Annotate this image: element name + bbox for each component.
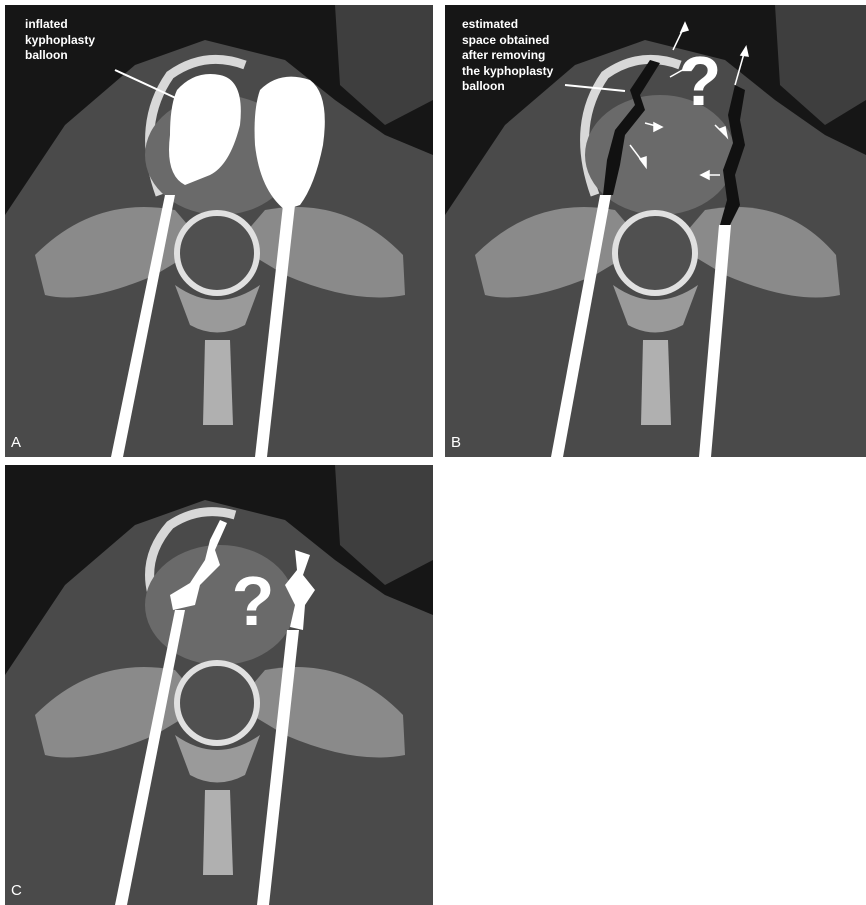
ct-image-a — [5, 5, 433, 457]
ct-panel-a: inflated kyphoplasty balloon A — [5, 5, 433, 457]
ct-panel-c: ? C — [5, 465, 433, 905]
ct-image-c: ? — [5, 465, 433, 905]
panel-letter: C — [11, 882, 22, 899]
question-mark: ? — [679, 42, 722, 120]
annotation-label: estimated space obtained after removing … — [462, 17, 553, 95]
annotation-label: inflated kyphoplasty balloon — [25, 17, 95, 64]
panel-letter: A — [11, 434, 21, 451]
panel-letter: B — [451, 434, 461, 451]
ct-panel-b: ? estimated space obtained after removin… — [445, 5, 866, 457]
question-mark: ? — [232, 562, 275, 640]
